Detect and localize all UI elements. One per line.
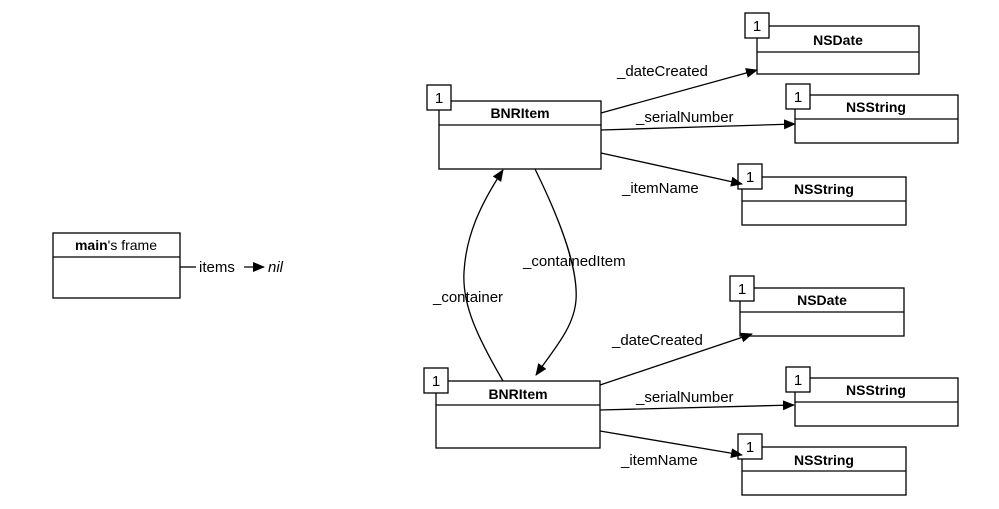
nsstring-serial-top-box: NSString 1 bbox=[785, 83, 959, 144]
arrow-serial-number-top bbox=[600, 119, 796, 131]
arrow-date-created-bottom bbox=[599, 332, 753, 386]
arrow-date-created-top bbox=[600, 68, 758, 114]
nsdate-top-title: NSDate bbox=[813, 32, 863, 48]
arrow-item-name-bottom bbox=[599, 430, 743, 459]
bnritem-bottom-title: BNRItem bbox=[488, 386, 547, 402]
bnritem-bottom-box: BNRItem 1 bbox=[423, 367, 601, 449]
nsstring-serial-bottom-title: NSString bbox=[846, 382, 906, 398]
nsdate-top-box: NSDate 1 bbox=[744, 12, 920, 75]
nsdate-top-count: 1 bbox=[753, 18, 761, 35]
label-item-name-top: _itemName bbox=[621, 180, 699, 197]
bnritem-top-count: 1 bbox=[435, 90, 443, 107]
items-label: items bbox=[199, 259, 235, 276]
arrow-contained-item bbox=[534, 168, 577, 376]
label-item-name-bottom: _itemName bbox=[620, 452, 698, 469]
items-nil-value: nil bbox=[268, 259, 284, 276]
nsstring-name-top-title: NSString bbox=[794, 181, 854, 197]
main-frame-title: main's frame bbox=[75, 237, 157, 253]
arrow-item-name-top bbox=[600, 152, 743, 187]
nsstring-name-top-count: 1 bbox=[746, 169, 754, 186]
label-serial-number-top: _serialNumber bbox=[635, 109, 734, 126]
nsstring-name-bottom-box: NSString 1 bbox=[737, 433, 907, 496]
label-serial-number-bottom: _serialNumber bbox=[635, 389, 734, 406]
main-frame-box: main's frame bbox=[52, 232, 181, 299]
arrow-container bbox=[463, 169, 504, 382]
nsdate-bottom-box: NSDate 1 bbox=[729, 275, 905, 337]
nsstring-name-bottom-title: NSString bbox=[794, 452, 854, 468]
label-date-created-bottom: _dateCreated bbox=[611, 332, 703, 349]
nsstring-serial-bottom-count: 1 bbox=[794, 372, 802, 389]
nsstring-serial-top-title: NSString bbox=[846, 99, 906, 115]
nsdate-bottom-title: NSDate bbox=[797, 292, 847, 308]
bnritem-top-title: BNRItem bbox=[490, 105, 549, 121]
nsstring-name-top-box: NSString 1 bbox=[737, 163, 907, 226]
arrow-serial-number-bottom bbox=[599, 400, 795, 411]
label-date-created-top: _dateCreated bbox=[616, 63, 708, 80]
label-contained-item: _containedItem bbox=[522, 253, 626, 270]
label-container: _container bbox=[432, 289, 503, 306]
nsstring-name-bottom-count: 1 bbox=[746, 439, 754, 456]
nsstring-serial-bottom-box: NSString 1 bbox=[785, 366, 959, 427]
nsdate-bottom-count: 1 bbox=[738, 281, 746, 298]
bnritem-bottom-count: 1 bbox=[432, 373, 440, 390]
nsstring-serial-top-count: 1 bbox=[794, 89, 802, 106]
bnritem-top-box: BNRItem 1 bbox=[426, 84, 602, 170]
